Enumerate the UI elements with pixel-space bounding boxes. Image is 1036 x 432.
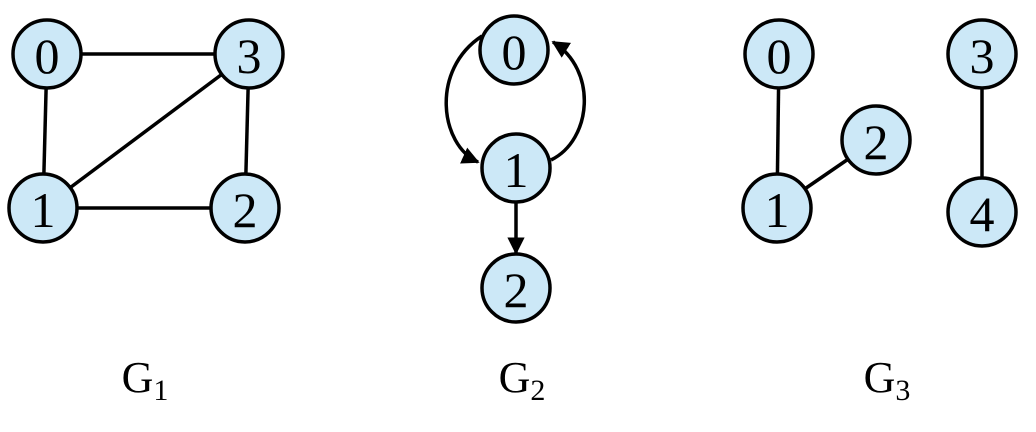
g2-node-2-circle	[480, 252, 552, 324]
g2-caption-subscript: 2	[530, 374, 545, 407]
g2-node-0-label: 0	[502, 24, 527, 80]
g1-node-2-label: 2	[233, 182, 258, 238]
g2-caption-main: G	[499, 353, 531, 402]
g3-caption-main: G	[864, 353, 896, 402]
g3-caption-subscript: 3	[895, 374, 910, 407]
g1-node-3-label: 3	[237, 28, 262, 84]
g3-node-2-label: 2	[864, 114, 889, 170]
g2-node-1: 1	[480, 132, 552, 204]
g1-edge-0-1	[42, 87, 48, 175]
g3-edge-1-2	[804, 157, 849, 191]
g1-node-2: 2	[209, 172, 281, 244]
g3-node-1: 1	[741, 172, 813, 244]
g1-edge-1-3	[69, 72, 223, 190]
g1-node-0-label: 0	[35, 28, 60, 84]
g2-node-0-circle	[478, 14, 550, 86]
g2-edge-0-1	[444, 34, 483, 164]
g2-edge-1-0	[550, 40, 587, 162]
g3-edge-0-1	[775, 87, 781, 175]
g1-node-2-circle	[209, 172, 281, 244]
g1-node-1-label: 1	[31, 182, 56, 238]
g3-node-2-circle	[840, 104, 912, 176]
g1-node-1-circle	[7, 172, 79, 244]
g3-node-4-label: 4	[970, 186, 995, 242]
g3-node-4-circle	[946, 176, 1018, 248]
nodes-layer: 0 1 2 3 0 1 2 0 1 2 3 4	[7, 14, 1018, 324]
g1-caption: G1	[122, 353, 169, 407]
g1-node-0: 0	[11, 18, 83, 90]
g3-node-1-label: 1	[765, 182, 790, 238]
g2-node-0: 0	[478, 14, 550, 86]
g1-node-3-circle	[213, 18, 285, 90]
g3-node-0-circle	[743, 18, 815, 90]
g3-node-3-circle	[946, 18, 1018, 90]
g3-caption: G3	[864, 353, 911, 407]
g2-caption: G2	[499, 353, 546, 407]
g3-node-1-circle	[741, 172, 813, 244]
g1-node-0-circle	[11, 18, 83, 90]
g1-node-1: 1	[7, 172, 79, 244]
g3-node-3: 3	[946, 18, 1018, 90]
g1-edge-3-2	[244, 87, 250, 175]
g1-node-3: 3	[213, 18, 285, 90]
g2-node-1-label: 1	[504, 142, 529, 198]
edges-layer	[42, 34, 984, 255]
g2-node-1-circle	[480, 132, 552, 204]
g1-caption-main: G	[122, 353, 154, 402]
g3-node-4: 4	[946, 176, 1018, 248]
g3-node-0-label: 0	[767, 28, 792, 84]
g3-node-3-label: 3	[970, 28, 995, 84]
g3-node-2: 2	[840, 104, 912, 176]
g1-caption-subscript: 1	[153, 374, 168, 407]
g2-node-2: 2	[480, 252, 552, 324]
g3-node-0: 0	[743, 18, 815, 90]
g2-node-2-label: 2	[504, 262, 529, 318]
